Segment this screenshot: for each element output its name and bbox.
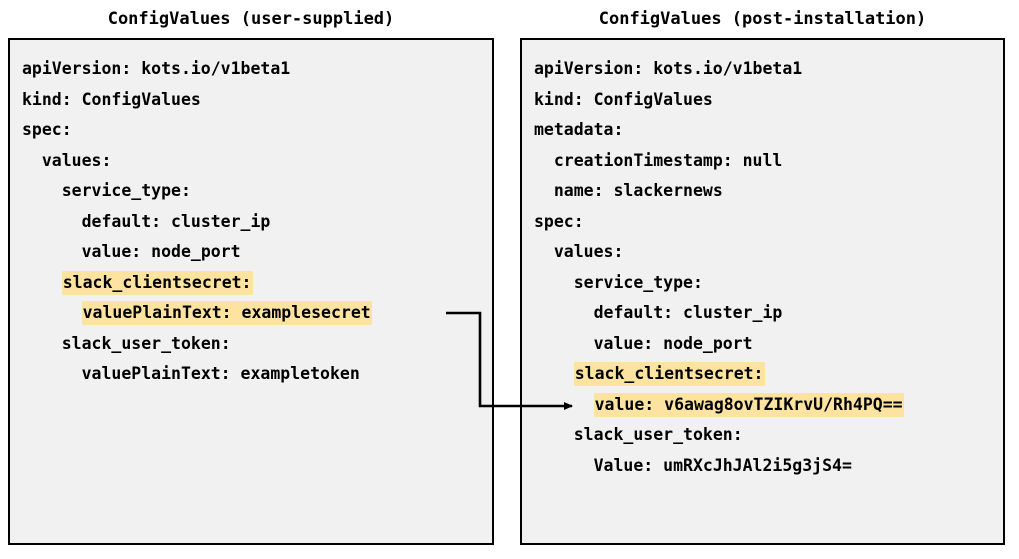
code-indent xyxy=(534,273,574,292)
code-text: slack_user_token: xyxy=(573,425,743,444)
code-line: default: cluster_ip xyxy=(534,298,1003,329)
code-text: metadata: xyxy=(534,120,624,139)
code-text: name: slackernews xyxy=(553,181,723,200)
left-panel-title: ConfigValues (user-supplied) xyxy=(107,9,395,29)
code-line: slack_user_token: xyxy=(22,329,492,360)
code-indent xyxy=(534,242,554,261)
code-text-highlighted: slack_clientsecret: xyxy=(61,270,253,295)
code-line: kind: ConfigValues xyxy=(22,85,492,116)
right-panel-code: apiVersion: kots.io/v1beta1 kind: ConfigV… xyxy=(522,40,1003,481)
code-indent xyxy=(534,364,574,383)
code-line: service_type: xyxy=(22,176,492,207)
code-text: value: node_port xyxy=(593,333,753,353)
code-text: slack_user_token: xyxy=(61,333,231,353)
code-line: Value: umRXcJhJAl2i5g3jS4= xyxy=(534,451,1003,482)
code-text: creationTimestamp: null xyxy=(553,150,783,170)
code-line: creationTimestamp: null xyxy=(534,146,1003,177)
code-line: slack_clientsecret: xyxy=(22,268,492,299)
code-text: Value: umRXcJhJAl2i5g3jS4= xyxy=(593,455,852,475)
code-line: spec: xyxy=(22,115,492,146)
code-line: valuePlainText: exampletoken xyxy=(22,359,492,390)
code-text: default: cluster_ip xyxy=(81,211,271,231)
code-line: spec: xyxy=(534,207,1003,238)
code-line: slack_user_token: xyxy=(534,420,1003,451)
code-line: values: xyxy=(22,146,492,177)
code-indent xyxy=(534,151,554,170)
code-line: value: v6awag8ovTZIKrvU/Rh4PQ== xyxy=(534,390,1003,421)
left-panel-box: apiVersion: kots.io/v1beta1 kind: ConfigV… xyxy=(8,38,494,545)
code-indent xyxy=(22,334,62,353)
code-indent xyxy=(22,212,82,231)
code-line: valuePlainText: examplesecret xyxy=(22,298,492,329)
code-text: kind: ConfigValues xyxy=(22,89,201,109)
code-indent xyxy=(22,242,82,261)
code-text: value: node_port xyxy=(81,242,241,261)
code-line: service_type: xyxy=(534,268,1003,299)
code-indent xyxy=(22,181,62,200)
code-line: metadata: xyxy=(534,115,1003,146)
code-indent xyxy=(534,181,554,200)
code-text-highlighted: slack_clientsecret: xyxy=(573,362,765,386)
code-line: apiVersion: kots.io/v1beta1 xyxy=(534,54,1003,85)
code-text: apiVersion: kots.io/v1beta1 xyxy=(22,59,291,78)
code-line: value: node_port xyxy=(22,237,492,268)
right-panel-box: apiVersion: kots.io/v1beta1 kind: ConfigV… xyxy=(520,38,1005,545)
code-indent xyxy=(534,303,594,322)
code-line: name: slackernews xyxy=(534,176,1003,207)
code-text: values: xyxy=(553,242,624,261)
code-text: spec: xyxy=(22,120,72,139)
code-text: service_type: xyxy=(61,181,191,200)
right-panel-title: ConfigValues (post-installation) xyxy=(598,9,927,29)
code-indent xyxy=(22,273,62,292)
left-panel-code: apiVersion: kots.io/v1beta1 kind: ConfigV… xyxy=(10,40,492,390)
code-line: kind: ConfigValues xyxy=(534,85,1003,116)
code-text: default: cluster_ip xyxy=(593,303,783,322)
code-text-highlighted: value: v6awag8ovTZIKrvU/Rh4PQ== xyxy=(593,392,904,417)
code-line: apiVersion: kots.io/v1beta1 xyxy=(22,54,492,85)
code-indent xyxy=(534,425,574,444)
code-text: apiVersion: kots.io/v1beta1 xyxy=(534,59,803,78)
code-line: values: xyxy=(534,237,1003,268)
code-line: slack_clientsecret: xyxy=(534,359,1003,390)
code-text: valuePlainText: exampletoken xyxy=(81,364,360,383)
code-line: value: node_port xyxy=(534,329,1003,360)
code-text: spec: xyxy=(534,211,584,231)
code-indent xyxy=(22,364,82,383)
code-indent xyxy=(534,395,594,414)
code-text: service_type: xyxy=(573,272,703,292)
code-text-highlighted: valuePlainText: examplesecret xyxy=(81,301,372,325)
code-indent xyxy=(534,334,594,353)
code-text: kind: ConfigValues xyxy=(534,89,713,109)
code-text: values: xyxy=(41,150,112,170)
code-indent xyxy=(22,303,82,322)
code-indent xyxy=(534,456,594,475)
code-line: default: cluster_ip xyxy=(22,207,492,238)
code-indent xyxy=(22,151,42,170)
